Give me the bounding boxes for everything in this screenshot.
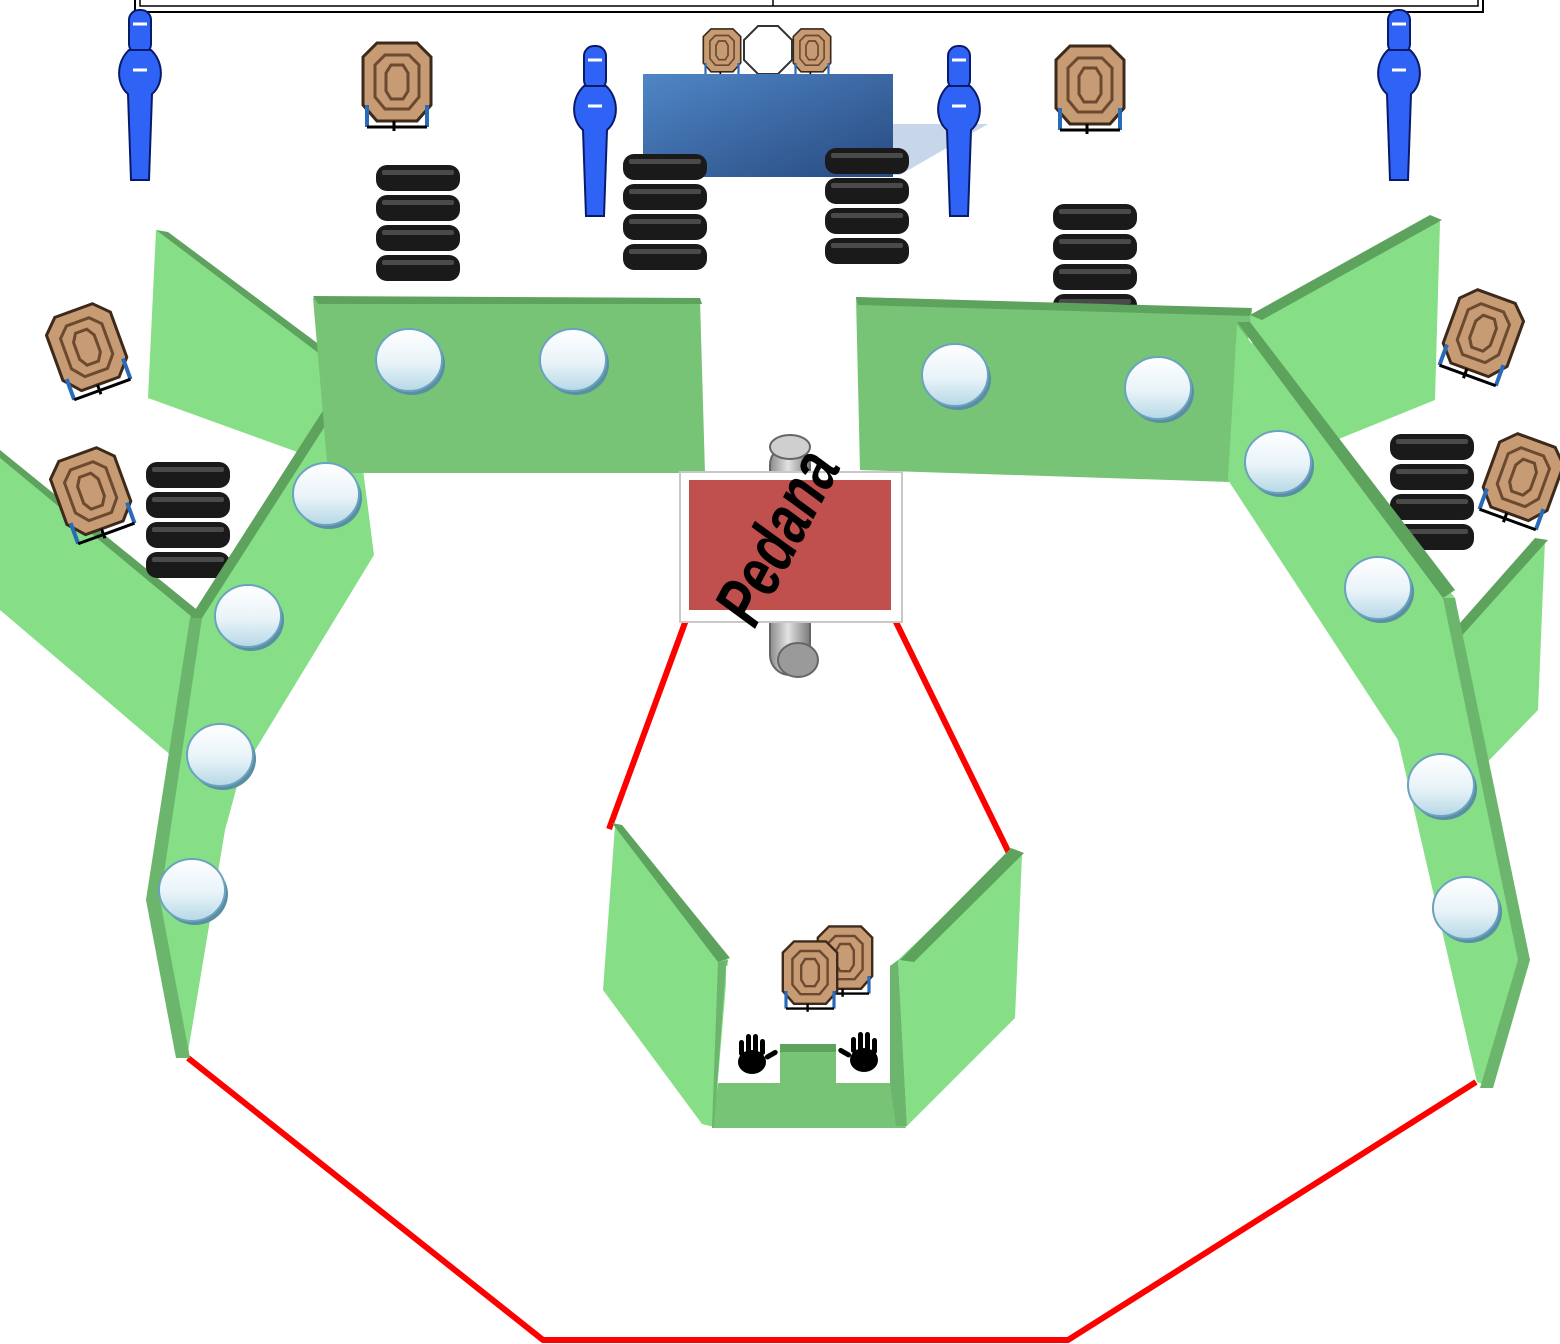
pedana-box: Pedana [679,437,903,637]
left-walls [0,230,705,1058]
cardboard-target-icon [361,41,433,133]
tire-stack-icon [1053,204,1137,320]
tire-stack-icon [623,154,707,270]
popper-target-icon [117,8,163,182]
cardboard-target-icon [1054,44,1126,136]
top-frame [134,0,1484,13]
popper-target-icon [572,44,618,218]
fault-line-left [606,618,689,831]
fault-line-outer [186,1055,1478,1343]
no-shoot-target-icon [743,25,793,75]
popper-target-icon [1376,8,1422,182]
center-back-targets [702,25,832,79]
cardboard-target-icon [1472,426,1560,537]
cardboard-target-icon [792,27,832,79]
tire-stack-icon [825,148,909,264]
cardboard-target-icon [781,939,839,1014]
cardboard-target-icon [1432,282,1531,393]
tire-stack-icon [376,165,460,281]
fault-lines [186,618,1478,1343]
cardboard-target-icon [702,27,742,79]
cardboard-target-icon [39,296,138,407]
start-box [603,823,1024,1128]
fault-line-right [892,618,1012,855]
tire-stack-icon [146,462,230,578]
